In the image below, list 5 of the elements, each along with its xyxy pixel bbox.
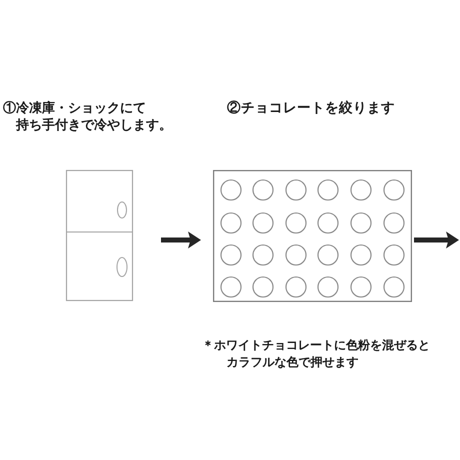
step-heading: ①冷凍庫・ショックにて持ち手付きで冷やします。 [3, 100, 174, 134]
arrow [161, 232, 201, 248]
note-text: ＊ホワイトチョコレートに色粉を混ぜるとカラフルな色で押せます [202, 336, 431, 370]
arrow [414, 232, 459, 248]
step-heading: ②チョコレートを絞ります [227, 100, 395, 116]
